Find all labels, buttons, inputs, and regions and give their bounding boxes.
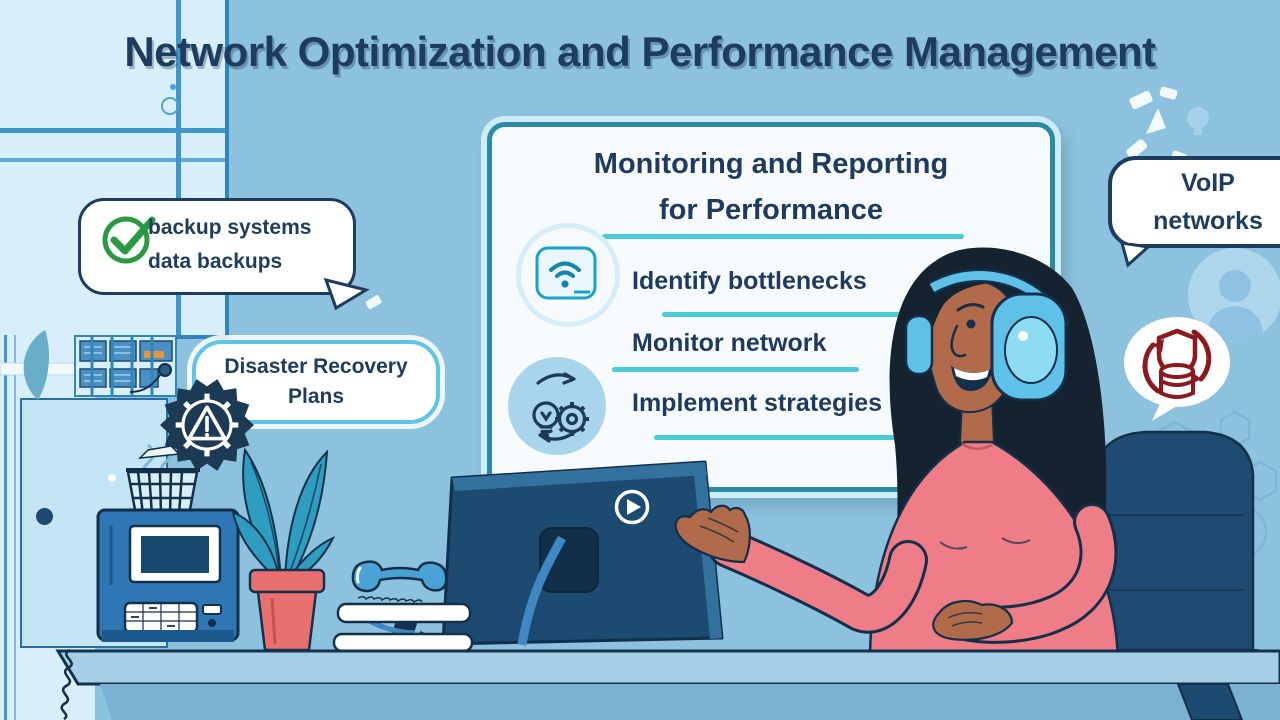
office-chair <box>1093 430 1255 652</box>
bubble-tail <box>323 278 382 311</box>
eyebrow <box>956 303 985 312</box>
desk-phone <box>332 560 474 653</box>
bubble-decor <box>170 84 176 90</box>
monitor-cable <box>517 535 566 646</box>
voip-speech-bubble: VoIP networks <box>1108 156 1280 248</box>
check-circle-icon <box>102 216 156 264</box>
wall-line <box>14 335 16 720</box>
wifi-device-icon <box>516 223 620 327</box>
item-underline <box>662 312 912 317</box>
wall-line <box>4 335 7 720</box>
board-item-3: Implement strategies <box>632 389 883 417</box>
desk-leg <box>1176 683 1244 720</box>
idea-gear-cycle-icon <box>508 357 606 455</box>
board-title-line-1: Monitoring and Reporting <box>593 148 949 180</box>
window-bar <box>0 158 225 162</box>
window-bar <box>0 128 225 133</box>
cabinet-knob <box>36 508 53 525</box>
disaster-line-1: Disaster Recovery <box>224 355 408 378</box>
terminal-screen <box>141 536 209 573</box>
terminal-slot <box>202 604 222 615</box>
board-item-1: Identify bottlenecks <box>632 267 867 295</box>
equipment-shelf <box>0 330 177 400</box>
page-title: Network Optimization and Performance Man… <box>124 28 1156 75</box>
disaster-line-2: Plans <box>287 385 345 408</box>
gear-warning-badge-icon <box>160 379 254 471</box>
desk <box>55 648 1280 720</box>
desk-top <box>55 649 1280 686</box>
coiled-cable <box>60 648 73 720</box>
potted-plant <box>231 447 336 652</box>
play-button-icon <box>614 489 650 525</box>
window-mullion <box>176 0 181 335</box>
trash-basket-icon <box>126 445 200 517</box>
voip-line-2: networks <box>1153 207 1263 235</box>
backup-line-2: data backups <box>148 250 283 273</box>
desk-front <box>100 684 1280 720</box>
vintage-terminal <box>96 444 240 642</box>
support-agent <box>674 247 1258 665</box>
bubble-tail <box>1120 243 1152 268</box>
leaf-icon <box>23 330 50 400</box>
item-underline <box>654 435 909 440</box>
nose <box>950 324 967 358</box>
person-avatar-icon <box>1188 248 1280 342</box>
bubble-decor <box>161 97 179 115</box>
orange-chip <box>144 351 164 358</box>
arm <box>711 531 925 631</box>
dot-decor <box>108 474 116 482</box>
title-underline <box>602 234 964 239</box>
item-underline <box>612 367 859 372</box>
hand <box>674 504 751 564</box>
bulb-decor-icon <box>1187 107 1209 129</box>
board-title-line-2: for Performance <box>658 194 883 226</box>
confetti-decor <box>1126 86 1209 163</box>
voip-line-1: VoIP <box>1181 169 1235 197</box>
backup-label: backup systems data backups <box>148 211 311 279</box>
eye <box>966 319 976 329</box>
engraving-decor <box>357 595 423 604</box>
backup-line-1: backup systems <box>148 216 312 239</box>
shield-database-sync-icon <box>1124 317 1230 421</box>
board-item-2: Monitor network <box>632 329 827 357</box>
hand <box>932 599 1014 641</box>
cursor-icon <box>1146 108 1166 134</box>
monitor <box>441 460 724 646</box>
plant-pot <box>248 568 326 594</box>
phone-handset-icon <box>351 560 448 593</box>
disaster-recovery-pill: Disaster Recovery Plans <box>192 340 440 424</box>
